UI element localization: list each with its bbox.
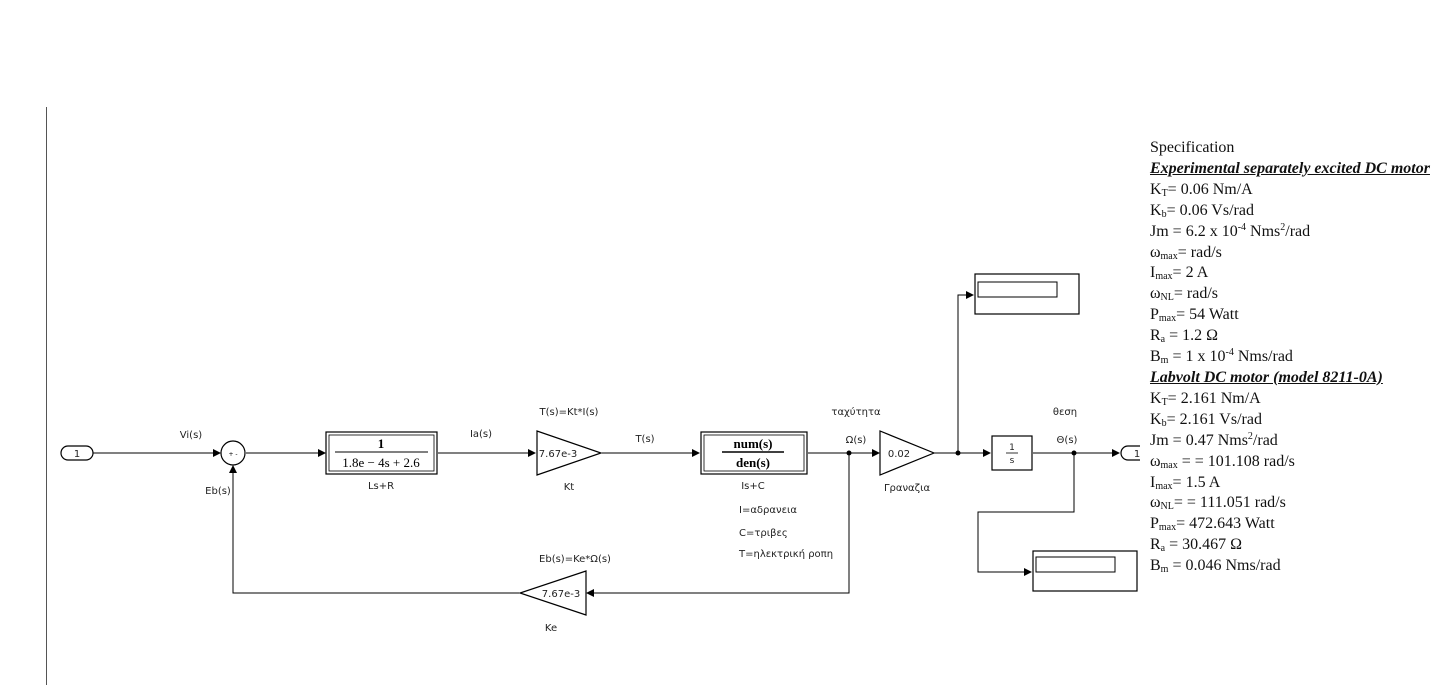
integrator-den: s (1010, 456, 1015, 466)
ke-caption: Ke (545, 623, 557, 634)
display-block-bottom[interactable] (1032, 550, 1138, 592)
label-ia: Ia(s) (470, 429, 492, 440)
inport-block[interactable]: 1 (60, 445, 94, 461)
spec-exp-wmax: ωmax= rad/s (1150, 243, 1222, 262)
note-inertia: I=αδρανεια (739, 505, 797, 516)
inport-label: 1 (74, 449, 80, 460)
electrical-caption: Ls+R (368, 481, 394, 492)
wire-feedback-forward (586, 453, 850, 597)
signal-labels: Vi(s) Eb(s) Ia(s) T(s)=Kt*I(s) T(s) ταχύ… (180, 406, 1078, 565)
spec-lab-bm: Bm = 0.046 Nms/rad (1150, 557, 1281, 576)
label-eb-feedback: Eb(s)=Ke*Ω(s) (539, 554, 611, 565)
gear-value: 0.02 (888, 449, 910, 460)
spec-lab-imax: Imax= 1.5 A (1150, 473, 1221, 492)
mechanical-caption: Is+C (741, 481, 765, 492)
branch-dot-omega (846, 450, 852, 456)
electrical-transfer-fcn[interactable]: 1 1.8e − 4s + 2.6 (325, 431, 438, 475)
label-theta: Θ(s) (1057, 435, 1078, 446)
gear-gain-block[interactable]: 0.02 (879, 430, 936, 476)
integrator-num: 1 (1009, 443, 1015, 453)
display-block-top[interactable] (974, 273, 1080, 315)
integrator-block[interactable]: 1 s (991, 435, 1033, 471)
spec-lab-kb: Kb= 2.161 Vs/rad (1150, 410, 1262, 429)
signal-wires (93, 291, 1120, 597)
spec-experimental-heading: Experimental separately excited DC motor (1150, 159, 1430, 177)
wire-to-scope-top (957, 291, 974, 453)
spec-exp-kb: Kb= 0.06 Vs/rad (1150, 201, 1254, 220)
spec-lab-jm: Jm = 0.47 Nms2/rad (1150, 430, 1278, 449)
note-friction: C=τριβες (739, 528, 788, 539)
label-eb-sum: Eb(s) (205, 486, 231, 497)
kt-gain-block[interactable]: 7.67e-3 (536, 430, 603, 476)
spec-exp-pmax: Pmax= 54 Watt (1150, 306, 1239, 325)
left-border-line (46, 107, 47, 685)
label-vi: Vi(s) (180, 430, 203, 441)
spec-exp-wnl: ωNL= rad/s (1150, 285, 1218, 304)
spec-lab-pmax: Pmax= 472.643 Watt (1150, 515, 1275, 534)
mechanical-den: den(s) (736, 455, 770, 470)
spec-labvolt-heading: Labvolt DC motor (model 8211-0A) (1150, 368, 1383, 386)
spec-lab-ra: Ra = 30.467 Ω (1150, 536, 1243, 555)
electrical-num: 1 (378, 436, 385, 451)
spec-lab-kt: KT= 2.161 Nm/A (1150, 389, 1261, 408)
kt-value: 7.67e-3 (539, 449, 577, 460)
mechanical-transfer-fcn[interactable]: num(s) den(s) (700, 431, 808, 475)
specification-panel: Specification Experimental separately ex… (1150, 138, 1436, 577)
label-speed-word: ταχύτητα (831, 406, 881, 418)
note-torque: T=ηλεκτρική ροπη (738, 548, 833, 560)
ke-gain-block[interactable]: 7.67e-3 (518, 570, 587, 616)
gear-caption: Γραναζια (884, 483, 931, 494)
mechanical-notes: I=αδρανεια C=τριβες T=ηλεκτρική ροπη (738, 505, 833, 560)
spec-lab-wnl: ωNL= = 111.051 rad/s (1150, 494, 1286, 513)
branch-dot-gear (955, 450, 961, 456)
ke-value: 7.67e-3 (542, 589, 580, 600)
outport-label: 1 (1134, 449, 1140, 460)
kt-caption: Kt (564, 482, 575, 493)
label-omega: Ω(s) (846, 435, 867, 446)
wire-to-scope-bottom (977, 453, 1075, 576)
label-position-word: θεση (1053, 407, 1077, 418)
wire-feedback-return (229, 465, 519, 594)
spec-exp-imax: Imax= 2 A (1150, 264, 1209, 283)
mechanical-num: num(s) (733, 436, 772, 451)
spec-title: Specification (1150, 139, 1235, 156)
spec-exp-ra: Ra = 1.2 Ω (1150, 327, 1219, 346)
branch-dot-theta (1071, 450, 1077, 456)
electrical-den: 1.8e − 4s + 2.6 (342, 455, 420, 470)
sum-signs: + - (228, 451, 237, 458)
spec-lab-wmax: ωmax = = 101.108 rad/s (1150, 452, 1295, 471)
spec-exp-kt: KT= 0.06 Nm/A (1150, 180, 1253, 199)
label-torque-top: T(s)=Kt*I(s) (539, 407, 599, 418)
spec-exp-jm: Jm = 6.2 x 10-4 Nms2/rad (1150, 221, 1311, 240)
outport-block[interactable]: 1 (1120, 445, 1140, 461)
block-diagram: 1 + - 1 1.8e − 4s + 2.6 Ls+R 7.67e-3 Kt … (60, 273, 1140, 634)
sum-block[interactable]: + - (220, 440, 246, 466)
spec-exp-bm: Bm = 1 x 10-4 Nms/rad (1150, 347, 1293, 367)
label-torque: T(s) (634, 434, 654, 445)
